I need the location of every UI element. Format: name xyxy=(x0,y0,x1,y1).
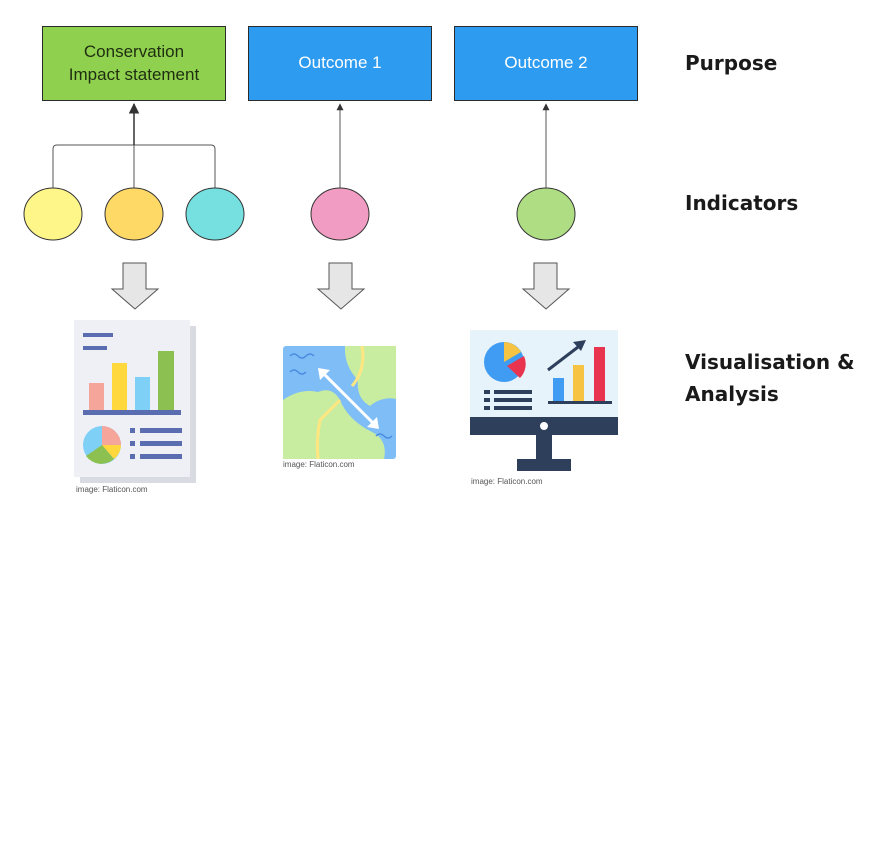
conservation-label-line2: Impact statement xyxy=(68,64,200,84)
down-arrow-icon xyxy=(110,262,160,310)
conservation-impact-box: Conservation Impact statement xyxy=(42,26,226,101)
down-arrow-icon xyxy=(316,262,366,310)
indicator-circle-pink xyxy=(310,187,370,241)
outcome-1-box: Outcome 1 xyxy=(248,26,432,101)
outcome-1-label: Outcome 1 xyxy=(298,53,382,73)
outcome-2-box: Outcome 2 xyxy=(454,26,638,101)
indicator-circle-gold xyxy=(104,187,164,241)
conservation-connector xyxy=(52,102,216,188)
down-arrow-icon xyxy=(521,262,571,310)
visualisation-label-line2: Analysis xyxy=(685,382,779,406)
indicator-circle-yellow xyxy=(23,187,83,241)
indicator-circle-cyan xyxy=(185,187,245,241)
visualisation-label-line1: Visualisation & xyxy=(685,350,855,374)
monitor-chart-icon xyxy=(470,330,618,471)
monitor-image-credit: image: Flaticon.com xyxy=(471,477,543,486)
report-image-credit: image: Flaticon.com xyxy=(76,485,148,494)
purpose-label: Purpose xyxy=(685,51,778,75)
indicators-label: Indicators xyxy=(685,191,799,215)
report-icon xyxy=(74,320,196,483)
map-image-credit: image: Flaticon.com xyxy=(283,460,355,469)
outcome-2-label: Outcome 2 xyxy=(504,53,588,73)
conservation-label-line1: Conservation xyxy=(83,41,185,61)
map-icon xyxy=(283,345,396,460)
visualisation-analysis-label: Visualisation & Analysis xyxy=(685,346,885,410)
indicator-circle-green xyxy=(516,187,576,241)
